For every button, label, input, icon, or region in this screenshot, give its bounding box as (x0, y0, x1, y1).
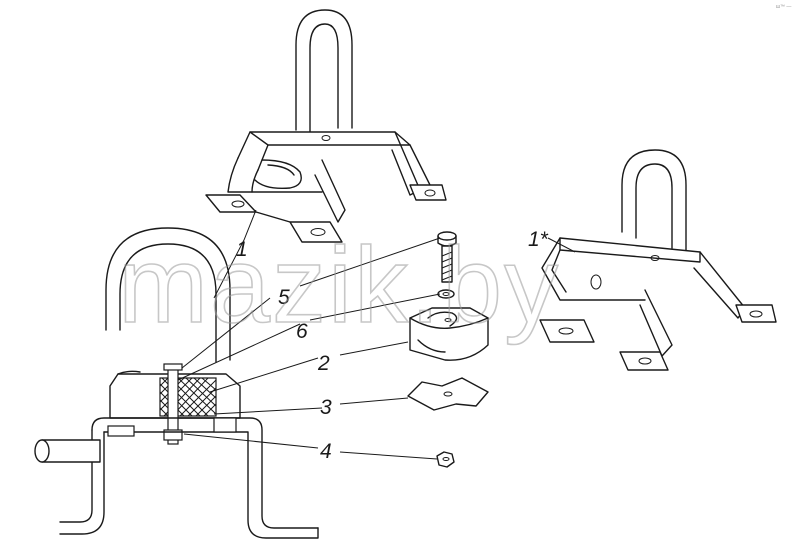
cushion-part (409, 307, 489, 361)
nut-part (436, 451, 455, 468)
callout-5: 5 (278, 286, 290, 309)
leader-lines (177, 209, 576, 460)
plate-part (407, 377, 489, 411)
callout-4: 4 (320, 440, 332, 463)
callout-1-star: 1* (528, 228, 549, 251)
corner-mark: ш™ — (776, 4, 791, 10)
callout-3: 3 (320, 396, 332, 419)
callout-1: 1 (236, 238, 248, 261)
callout-6: 6 (296, 320, 308, 343)
bracket-right (539, 149, 777, 371)
bolt-part (437, 231, 457, 283)
bracket-top (205, 9, 447, 243)
washer-part (437, 289, 455, 299)
callout-2: 2 (317, 352, 330, 375)
watermark-text: mazik.by (118, 224, 560, 345)
assembled-section (34, 227, 319, 539)
